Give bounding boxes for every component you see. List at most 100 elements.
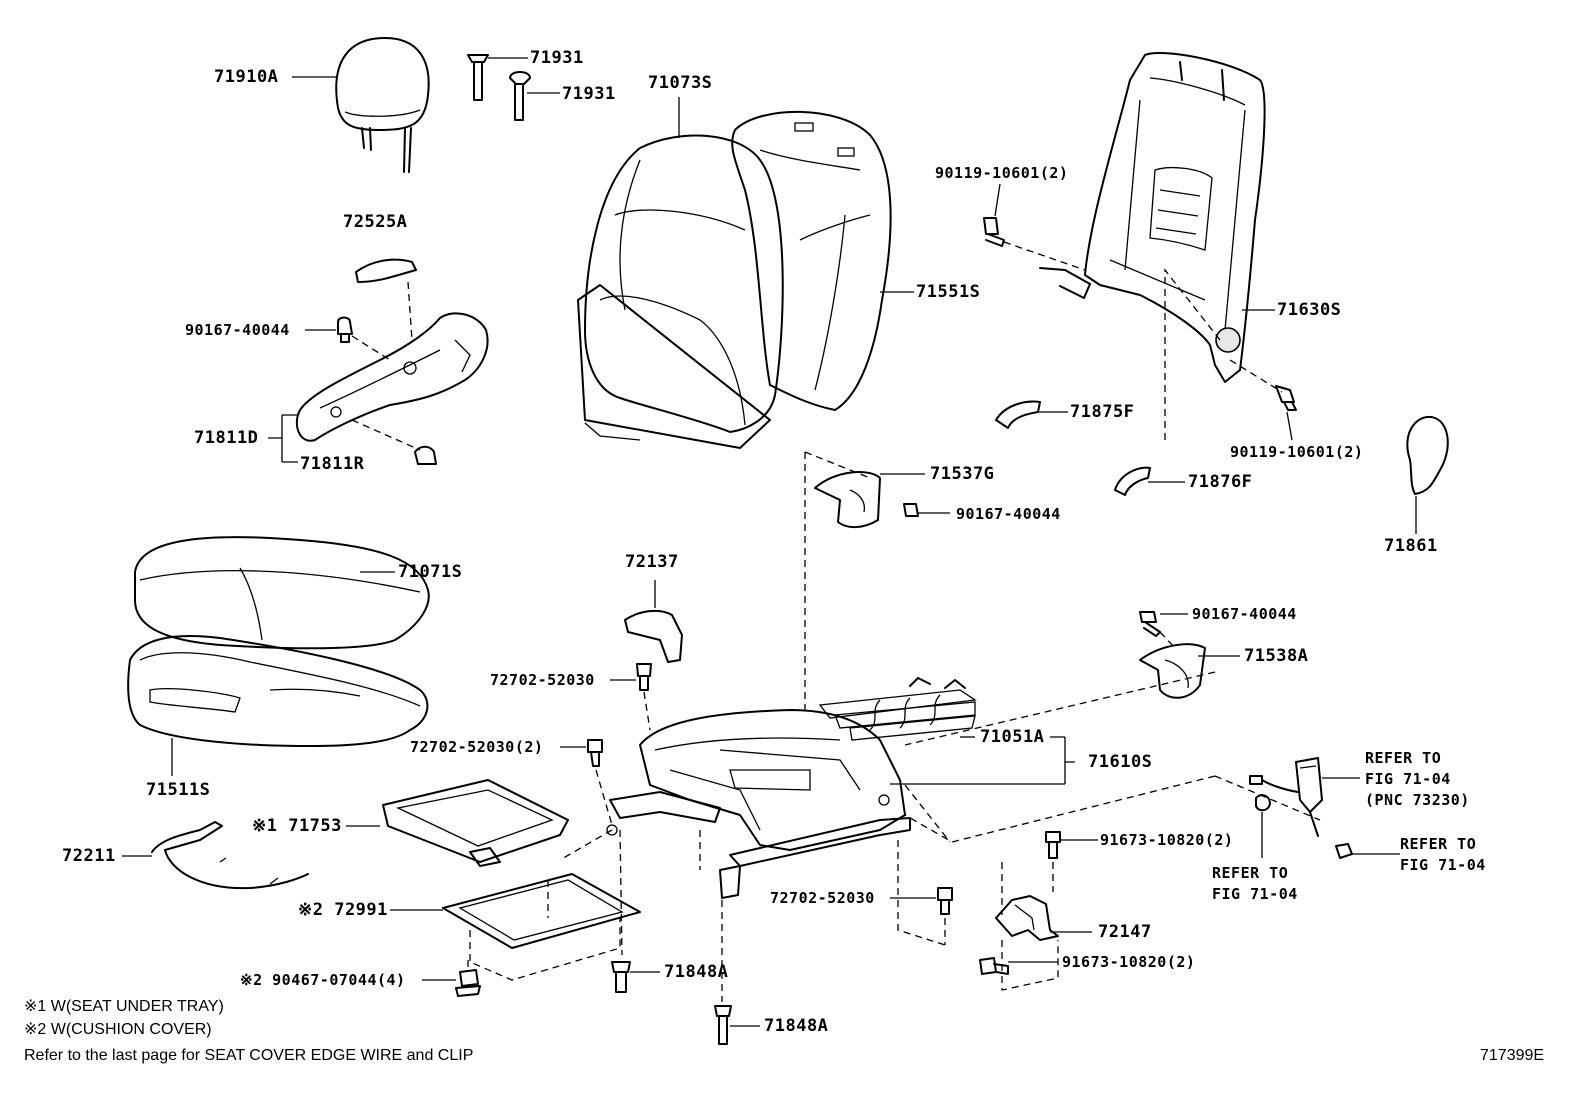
cover-71537G bbox=[814, 471, 881, 528]
dash-stoppers bbox=[559, 829, 701, 956]
label-90119-10601-b: 90119-10601(2) bbox=[1230, 443, 1364, 461]
label-71931-b: 71931 bbox=[562, 84, 616, 104]
bolt-90119-a bbox=[983, 217, 1005, 247]
leader-90119-a bbox=[994, 183, 1001, 217]
label-91673-10820-b: 91673-10820(2) bbox=[1062, 953, 1196, 971]
knob-71861 bbox=[1406, 415, 1449, 495]
label-refer-to-1: REFER TO bbox=[1365, 749, 1442, 767]
label-71071S: 71071S bbox=[398, 562, 463, 582]
label-72702-52030-b: 72702-52030(2) bbox=[410, 738, 544, 756]
dash-72702-b bbox=[595, 769, 613, 826]
cushion-cover-71071S bbox=[134, 536, 430, 650]
label-71910A: 71910A bbox=[214, 67, 279, 87]
wire-72211 bbox=[151, 821, 309, 890]
label-72137: 72137 bbox=[625, 552, 679, 572]
label-fig-71-04-3: FIG 71-04 bbox=[1400, 856, 1486, 874]
screw-90167-c bbox=[1139, 611, 1161, 637]
dash-72702-c bbox=[897, 840, 946, 946]
nut-refer3 bbox=[1335, 843, 1353, 859]
label-71630S: 71630S bbox=[1277, 300, 1342, 320]
figure-id: 717399E bbox=[1480, 1047, 1545, 1064]
seatback-pad-71551S bbox=[731, 110, 892, 411]
label-71876F: 71876F bbox=[1188, 472, 1253, 492]
label-71861: 71861 bbox=[1384, 536, 1438, 556]
footnote-1: ※1 W(SEAT UNDER TRAY) bbox=[24, 998, 224, 1015]
bracket-72147 bbox=[995, 895, 1059, 941]
label-91673-10820-a: 91673-10820(2) bbox=[1100, 831, 1234, 849]
stopper-71848A-b bbox=[714, 1005, 732, 1045]
footnote-2: ※2 W(CUSHION COVER) bbox=[24, 1021, 212, 1038]
bolt-91673-a bbox=[1045, 831, 1061, 859]
bolt-72702-a bbox=[636, 663, 652, 691]
label-90167-40044-b: 90167-40044 bbox=[956, 505, 1061, 523]
label-72525A: 72525A bbox=[343, 212, 408, 232]
dash-90119-b bbox=[1229, 359, 1283, 393]
label-72991: ※2 72991 bbox=[298, 900, 388, 920]
label-90119-10601-a: 90119-10601(2) bbox=[935, 164, 1069, 182]
dash-71538A bbox=[904, 671, 1216, 746]
clip-71931-a bbox=[467, 54, 489, 101]
clip-71931-b bbox=[509, 71, 531, 121]
bolt-72702-b bbox=[587, 739, 603, 767]
cover-72525A bbox=[355, 258, 417, 283]
bolt-90119-b bbox=[1275, 385, 1297, 411]
label-71610S: 71610S bbox=[1088, 752, 1153, 772]
dash-71537G bbox=[804, 451, 871, 715]
label-71511S: 71511S bbox=[146, 780, 211, 800]
cover-71876F bbox=[1114, 466, 1151, 496]
washer-refer2 bbox=[1255, 794, 1271, 812]
seatback-frame-71630S bbox=[1039, 52, 1266, 383]
bracket-71610S bbox=[890, 736, 1075, 785]
under-tray-71753 bbox=[382, 779, 569, 867]
label-71537G: 71537G bbox=[930, 464, 995, 484]
dash-frame-right bbox=[904, 784, 951, 843]
label-90167-40044-a: 90167-40044 bbox=[185, 321, 290, 339]
bolt-72702-c bbox=[937, 887, 953, 915]
leader-90119-b bbox=[1286, 411, 1293, 441]
label-71538A: 71538A bbox=[1244, 646, 1309, 666]
label-71051A: 71051A bbox=[980, 727, 1045, 747]
headrest-71910A bbox=[335, 37, 430, 173]
label-fig-71-04-2: FIG 71-04 bbox=[1212, 885, 1298, 903]
seat-frame-71610S bbox=[606, 709, 911, 899]
label-90167-40044-c: 90167-40044 bbox=[1192, 605, 1297, 623]
cover-plate-72991 bbox=[442, 873, 641, 949]
dash-72991 bbox=[469, 918, 621, 981]
label-72211: 72211 bbox=[62, 846, 116, 866]
dash-90167-a bbox=[351, 335, 391, 361]
dash-71876F bbox=[1164, 268, 1221, 440]
dash-buckle bbox=[904, 775, 1321, 843]
cover-71875F bbox=[995, 400, 1041, 429]
label-71073S: 71073S bbox=[648, 73, 713, 93]
recliner-cover-71811D bbox=[295, 312, 489, 442]
screw-90167-b bbox=[903, 503, 919, 517]
label-72702-52030-a: 72702-52030 bbox=[490, 671, 595, 689]
label-72147: 72147 bbox=[1098, 922, 1152, 942]
dash-90119-a bbox=[1003, 241, 1086, 271]
stopper-71848A-a bbox=[611, 961, 631, 993]
bolt-91673-b bbox=[979, 957, 1009, 975]
label-71811D: 71811D bbox=[194, 428, 259, 448]
label-71848A-a: 71848A bbox=[664, 962, 729, 982]
dash-71811R bbox=[351, 419, 421, 451]
bracket-71811 bbox=[268, 414, 298, 463]
dash-72525A bbox=[407, 281, 413, 341]
label-71931-a: 71931 bbox=[530, 48, 584, 68]
clip-90467 bbox=[455, 969, 481, 997]
label-71551S: 71551S bbox=[916, 282, 981, 302]
label-refer-to-3: REFER TO bbox=[1400, 835, 1477, 853]
dash-72702-a bbox=[643, 691, 651, 731]
screw-90167-a bbox=[337, 316, 353, 343]
cushion-pad-71511S bbox=[127, 635, 429, 748]
label-71848A-b: 71848A bbox=[764, 1016, 829, 1036]
belt-buckle-73230 bbox=[1249, 757, 1323, 837]
seatback-cover-71073S bbox=[577, 134, 784, 449]
cover-71538A bbox=[1139, 643, 1206, 699]
spring-71051A bbox=[818, 677, 977, 741]
label-refer-to-2: REFER TO bbox=[1212, 864, 1289, 882]
label-71875F: 71875F bbox=[1070, 402, 1135, 422]
label-fig-71-04-1: FIG 71-04 bbox=[1365, 770, 1451, 788]
label-71811R: 71811R bbox=[300, 454, 365, 474]
label-90467-07044: ※2 90467-07044(4) bbox=[240, 971, 406, 989]
